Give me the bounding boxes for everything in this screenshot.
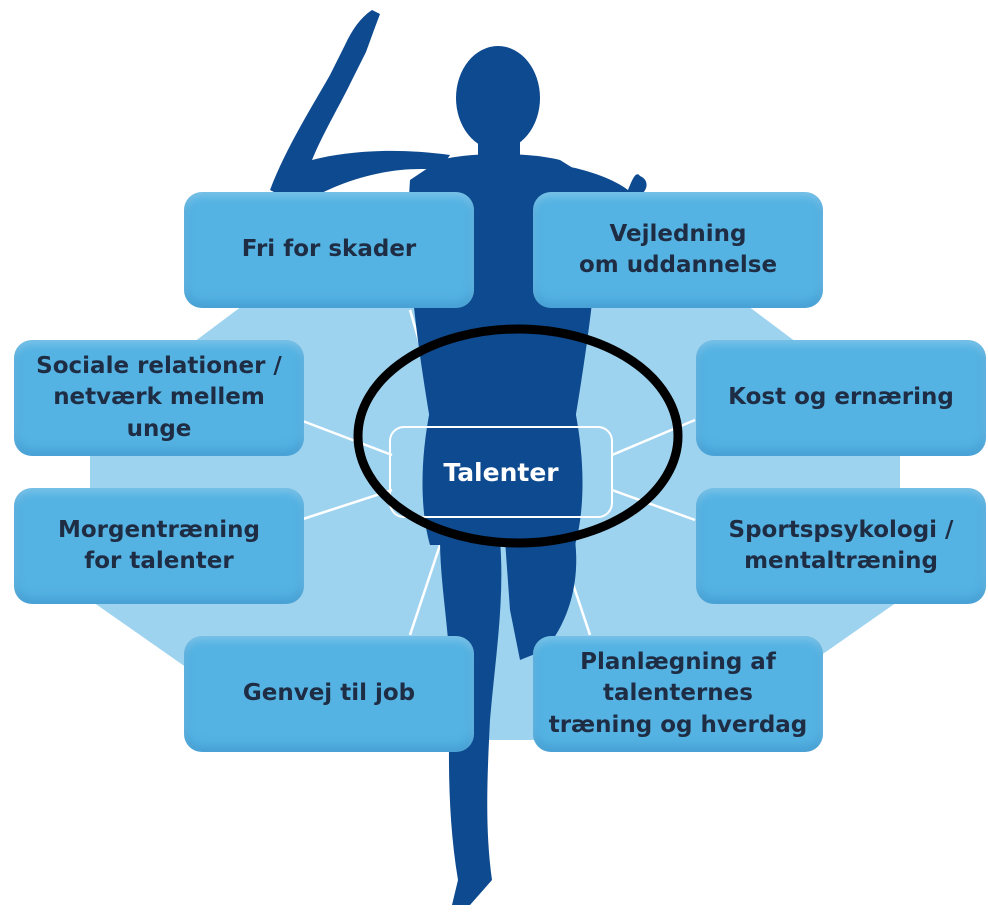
box-vejledning-om-uddannelse: Vejledning om uddannelse xyxy=(533,192,823,308)
box-morgentraening: Morgentræning for talenter xyxy=(14,488,304,604)
highlight-ellipse xyxy=(353,324,683,548)
center-label: Talenter xyxy=(443,457,559,487)
box-sportspsykologi: Sportspsykologi / mentaltræning xyxy=(696,488,986,604)
center-box-outline xyxy=(389,426,613,518)
runner-right-arm xyxy=(560,165,647,200)
runner-head xyxy=(456,46,540,150)
runner-raised-arm xyxy=(270,10,450,205)
connector-line xyxy=(299,418,393,457)
box-sociale-relationer: Sociale relationer / netværk mellem unge xyxy=(14,340,304,456)
runner-hips xyxy=(422,410,583,545)
box-kost-og-ernaering: Kost og ernæring xyxy=(696,340,986,456)
connector-line xyxy=(299,488,393,522)
box-planlaegning: Planlægning af talenternes træning og hv… xyxy=(533,636,823,752)
runner-right-leg xyxy=(505,540,577,660)
connector-line xyxy=(611,488,696,522)
box-genvej-til-job: Genvej til job xyxy=(184,636,474,752)
box-fri-for-skader: Fri for skader xyxy=(184,192,474,308)
